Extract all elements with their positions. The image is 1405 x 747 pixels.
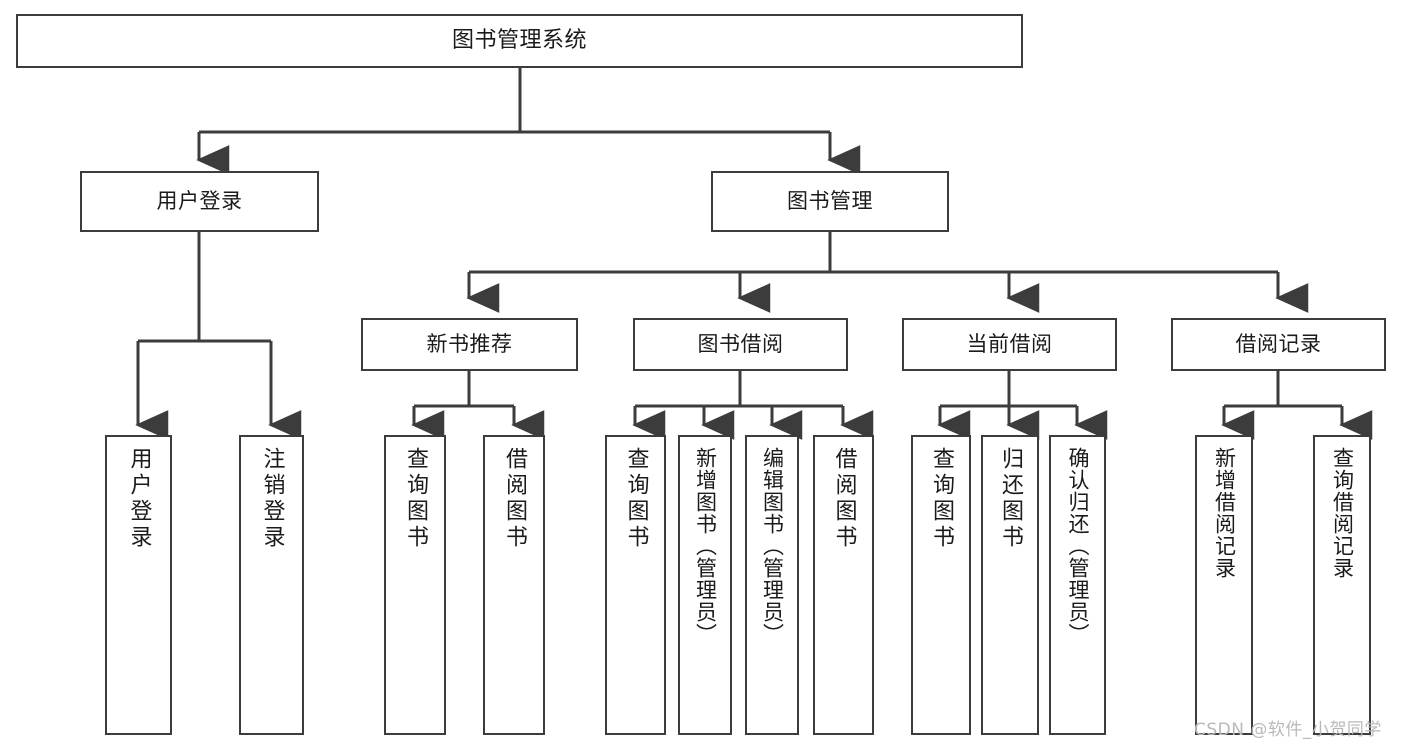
node-leaf-return-book-label: 归还图书 [998,447,1023,551]
node-leaf-query-book-borrow[interactable]: 查询图书 [605,435,666,735]
node-leaf-query-borrow-record[interactable]: 查询借阅记录 [1313,435,1371,735]
node-leaf-edit-book-admin[interactable]: 编辑图书（管理员） [745,435,799,735]
node-leaf-confirm-return-admin-label: 确认归还（管理员） [1066,447,1090,645]
node-leaf-query-book-recommend[interactable]: 查询图书 [384,435,446,735]
node-root-label: 图书管理系统 [451,28,587,54]
node-user-login[interactable]: 用户登录 [80,171,319,232]
node-leaf-user-login[interactable]: 用户登录 [105,435,172,735]
node-leaf-logout-label: 注销登录 [259,447,285,551]
node-leaf-borrow-book-label: 借阅图书 [831,447,857,551]
node-leaf-logout[interactable]: 注销登录 [239,435,304,735]
node-current-borrow-label: 当前借阅 [966,332,1053,357]
node-leaf-user-login-label: 用户登录 [126,447,152,551]
node-leaf-query-book-recommend-label: 查询图书 [403,447,428,551]
node-leaf-add-book-admin[interactable]: 新增图书（管理员） [678,435,732,735]
node-leaf-borrow-book-recommend-label: 借阅图书 [502,447,527,551]
node-book-management[interactable]: 图书管理 [711,171,949,232]
node-leaf-add-borrow-record-label: 新增借阅记录 [1212,447,1237,579]
node-leaf-query-book-borrow-label: 查询图书 [623,447,649,551]
node-current-borrow[interactable]: 当前借阅 [902,318,1117,371]
node-leaf-add-borrow-record[interactable]: 新增借阅记录 [1195,435,1253,735]
node-borrow-record-label: 借阅记录 [1235,332,1322,357]
node-leaf-add-book-admin-label: 新增图书（管理员） [693,447,718,645]
node-borrow-record[interactable]: 借阅记录 [1171,318,1386,371]
node-new-book-recommend-label: 新书推荐 [426,332,513,357]
node-book-management-label: 图书管理 [787,189,873,214]
node-new-book-recommend[interactable]: 新书推荐 [361,318,578,371]
csdn-watermark: CSDN @软件_小贺同学 [1194,720,1382,740]
node-leaf-query-book-current-label: 查询图书 [929,447,954,551]
node-leaf-confirm-return-admin[interactable]: 确认归还（管理员） [1049,435,1106,735]
node-book-borrow[interactable]: 图书借阅 [633,318,848,371]
node-leaf-query-borrow-record-label: 查询借阅记录 [1330,447,1355,579]
node-leaf-borrow-book-recommend[interactable]: 借阅图书 [483,435,545,735]
node-root-book-management-system[interactable]: 图书管理系统 [16,14,1023,68]
node-leaf-edit-book-admin-label: 编辑图书（管理员） [760,447,785,645]
node-leaf-return-book[interactable]: 归还图书 [981,435,1039,735]
node-book-borrow-label: 图书借阅 [697,332,784,357]
node-user-login-label: 用户登录 [156,189,243,214]
node-leaf-query-book-current[interactable]: 查询图书 [911,435,971,735]
node-leaf-borrow-book[interactable]: 借阅图书 [813,435,874,735]
